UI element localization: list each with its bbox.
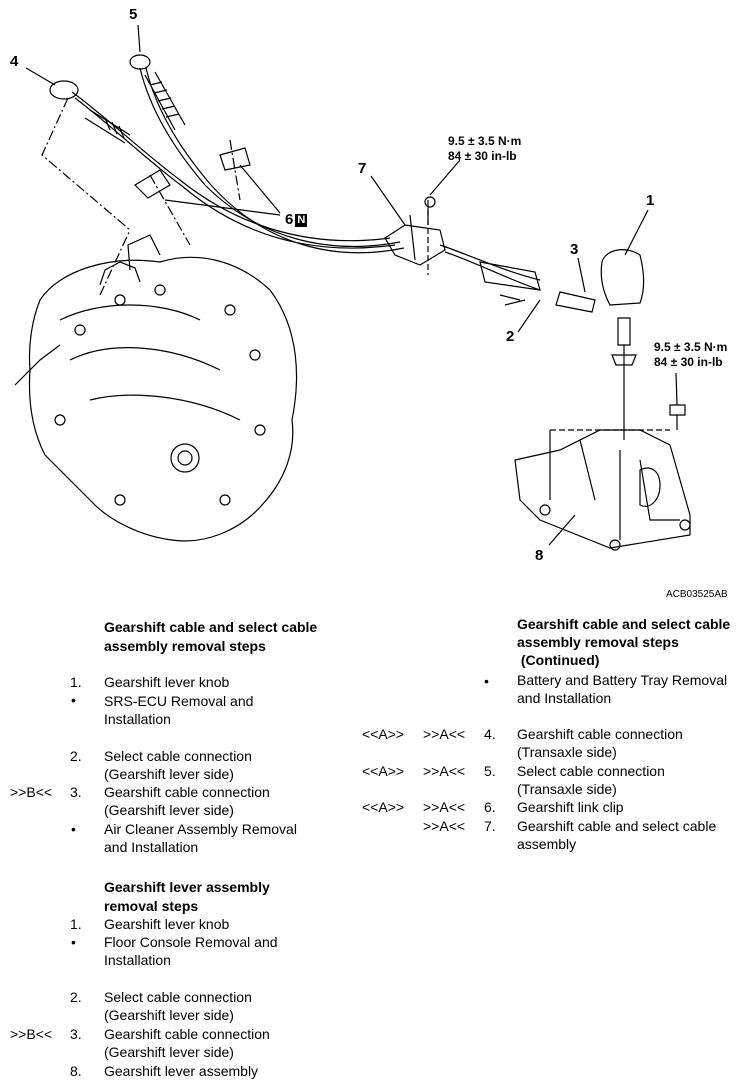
step-line: and Installation bbox=[104, 839, 199, 855]
torque-spec-top: 9.5 ± 3.5 N·m 84 ± 30 in-lb bbox=[448, 134, 521, 164]
step-line: (Gearshift lever side) bbox=[104, 802, 234, 818]
torque-spec-right: 9.5 ± 3.5 N·m 84 ± 30 in-lb bbox=[654, 340, 727, 370]
callout-6-number: 6 bbox=[285, 211, 294, 228]
heading-cable-removal-continued: Gearshift cable and select cable assembl… bbox=[517, 615, 730, 669]
step-text: Select cable connection (Gearshift lever… bbox=[104, 747, 252, 783]
callout-3: 3 bbox=[570, 241, 579, 258]
step-line: (Gearshift lever side) bbox=[104, 1044, 234, 1060]
step-text: Battery and Battery Tray Removal and Ins… bbox=[517, 671, 727, 707]
procedure-mark-install: >>A<< bbox=[423, 818, 466, 834]
step-line: Select cable connection bbox=[517, 763, 665, 779]
exploded-diagram bbox=[14, 24, 691, 551]
step-line: Gearshift lever knob bbox=[104, 674, 230, 690]
step-line: (Transaxle side) bbox=[517, 744, 617, 760]
callout-1: 1 bbox=[646, 192, 655, 209]
heading-line: Gearshift lever assembly bbox=[104, 879, 270, 895]
step-number: 4. bbox=[484, 726, 496, 742]
step-number: 1. bbox=[70, 674, 82, 690]
step-text: Gearshift lever knob bbox=[104, 915, 229, 933]
procedure-mark-removal: <<A>> bbox=[362, 763, 405, 779]
step-number: 2. bbox=[70, 989, 82, 1005]
callout-5: 5 bbox=[129, 6, 138, 23]
step-line: Select cable connection bbox=[104, 748, 252, 764]
step-line: and Installation bbox=[517, 690, 612, 706]
step-line: SRS-ECU Removal and bbox=[104, 693, 254, 709]
step-text: Gearshift cable connection (Transaxle si… bbox=[517, 725, 683, 761]
step-text: Gearshift cable connection (Gearshift le… bbox=[104, 783, 270, 819]
step-number: 8. bbox=[70, 1063, 82, 1079]
step-line: Gearshift cable connection bbox=[517, 726, 683, 742]
procedure-mark-removal: <<A>> bbox=[362, 726, 405, 742]
step-number: 1. bbox=[70, 916, 82, 932]
step-line: (Gearshift lever side) bbox=[104, 1007, 234, 1023]
step-line: Floor Console Removal and bbox=[104, 934, 278, 950]
step-number: 3. bbox=[70, 784, 82, 800]
callout-2: 2 bbox=[506, 328, 515, 345]
step-text: Gearshift lever assembly bbox=[104, 1062, 258, 1080]
procedure-mark-install: >>A<< bbox=[423, 763, 466, 779]
step-line: Battery and Battery Tray Removal bbox=[517, 672, 728, 688]
callout-7: 7 bbox=[358, 160, 367, 177]
knob-outline bbox=[600, 249, 645, 306]
step-line: Gearshift lever assembly bbox=[104, 1063, 259, 1079]
callout-4: 4 bbox=[10, 53, 19, 70]
step-number: 2. bbox=[70, 748, 82, 764]
step-line: (Transaxle side) bbox=[517, 781, 617, 797]
step-number: 7. bbox=[484, 818, 496, 834]
step-line: Gearshift cable connection bbox=[104, 1026, 270, 1042]
procedure-mark: >>B<< bbox=[10, 1026, 53, 1042]
n-badge: N bbox=[295, 213, 308, 227]
step-text: Select cable connection (Gearshift lever… bbox=[104, 988, 252, 1024]
step-number: 5. bbox=[484, 763, 496, 779]
step-number: 3. bbox=[70, 1026, 82, 1042]
step-text: Floor Console Removal and Installation bbox=[104, 933, 278, 969]
step-line: Installation bbox=[104, 952, 171, 968]
bullet: • bbox=[71, 821, 76, 837]
bullet: • bbox=[71, 934, 76, 950]
torque-nm: 9.5 ± 3.5 N·m bbox=[448, 134, 522, 148]
step-text: SRS-ECU Removal and Installation bbox=[104, 692, 253, 728]
step-line: Installation bbox=[104, 711, 171, 727]
heading-line: Gearshift cable and select cable bbox=[517, 616, 731, 632]
procedure-mark-install: >>A<< bbox=[423, 799, 466, 815]
step-text: Select cable connection (Transaxle side) bbox=[517, 762, 665, 798]
step-line: Gearshift lever knob bbox=[104, 916, 230, 932]
step-text: Gearshift cable and select cable assembl… bbox=[517, 817, 716, 853]
step-text: Gearshift lever knob bbox=[104, 673, 229, 691]
step-line: (Gearshift lever side) bbox=[104, 766, 234, 782]
procedure-mark-install: >>A<< bbox=[423, 726, 466, 742]
step-line: Gearshift cable connection bbox=[104, 784, 270, 800]
heading-line: (Continued) bbox=[517, 652, 600, 668]
bullet: • bbox=[71, 692, 76, 708]
heading-line: assembly removal steps bbox=[104, 638, 266, 654]
torque-inlb: 84 ± 30 in-lb bbox=[654, 355, 723, 369]
bullet: • bbox=[484, 673, 489, 689]
transaxle-housing bbox=[28, 256, 298, 542]
heading-lever-removal: Gearshift lever assembly removal steps bbox=[104, 878, 270, 916]
step-line: Gearshift cable and select cable bbox=[517, 818, 717, 834]
torque-nm: 9.5 ± 3.5 N·m bbox=[654, 340, 728, 354]
callout-8: 8 bbox=[535, 547, 544, 564]
torque-inlb: 84 ± 30 in-lb bbox=[448, 149, 517, 163]
heading-line: assembly removal steps bbox=[517, 634, 679, 650]
procedure-mark: >>B<< bbox=[10, 784, 53, 800]
step-text: Air Cleaner Assembly Removal and Install… bbox=[104, 820, 297, 856]
step-text: Gearshift cable connection (Gearshift le… bbox=[104, 1025, 270, 1061]
heading-cable-removal: Gearshift cable and select cable assembl… bbox=[104, 618, 317, 656]
figure-id: ACB03525AB bbox=[666, 589, 728, 600]
heading-line: removal steps bbox=[104, 898, 199, 914]
step-text: Gearshift link clip bbox=[517, 798, 624, 816]
heading-line: Gearshift cable and select cable bbox=[104, 619, 318, 635]
step-line: assembly bbox=[517, 836, 577, 852]
step-line: Air Cleaner Assembly Removal bbox=[104, 821, 297, 837]
step-line: Select cable connection bbox=[104, 989, 252, 1005]
procedure-mark-removal: <<A>> bbox=[362, 799, 405, 815]
step-line: Gearshift link clip bbox=[517, 799, 624, 815]
step-number: 6. bbox=[484, 799, 496, 815]
